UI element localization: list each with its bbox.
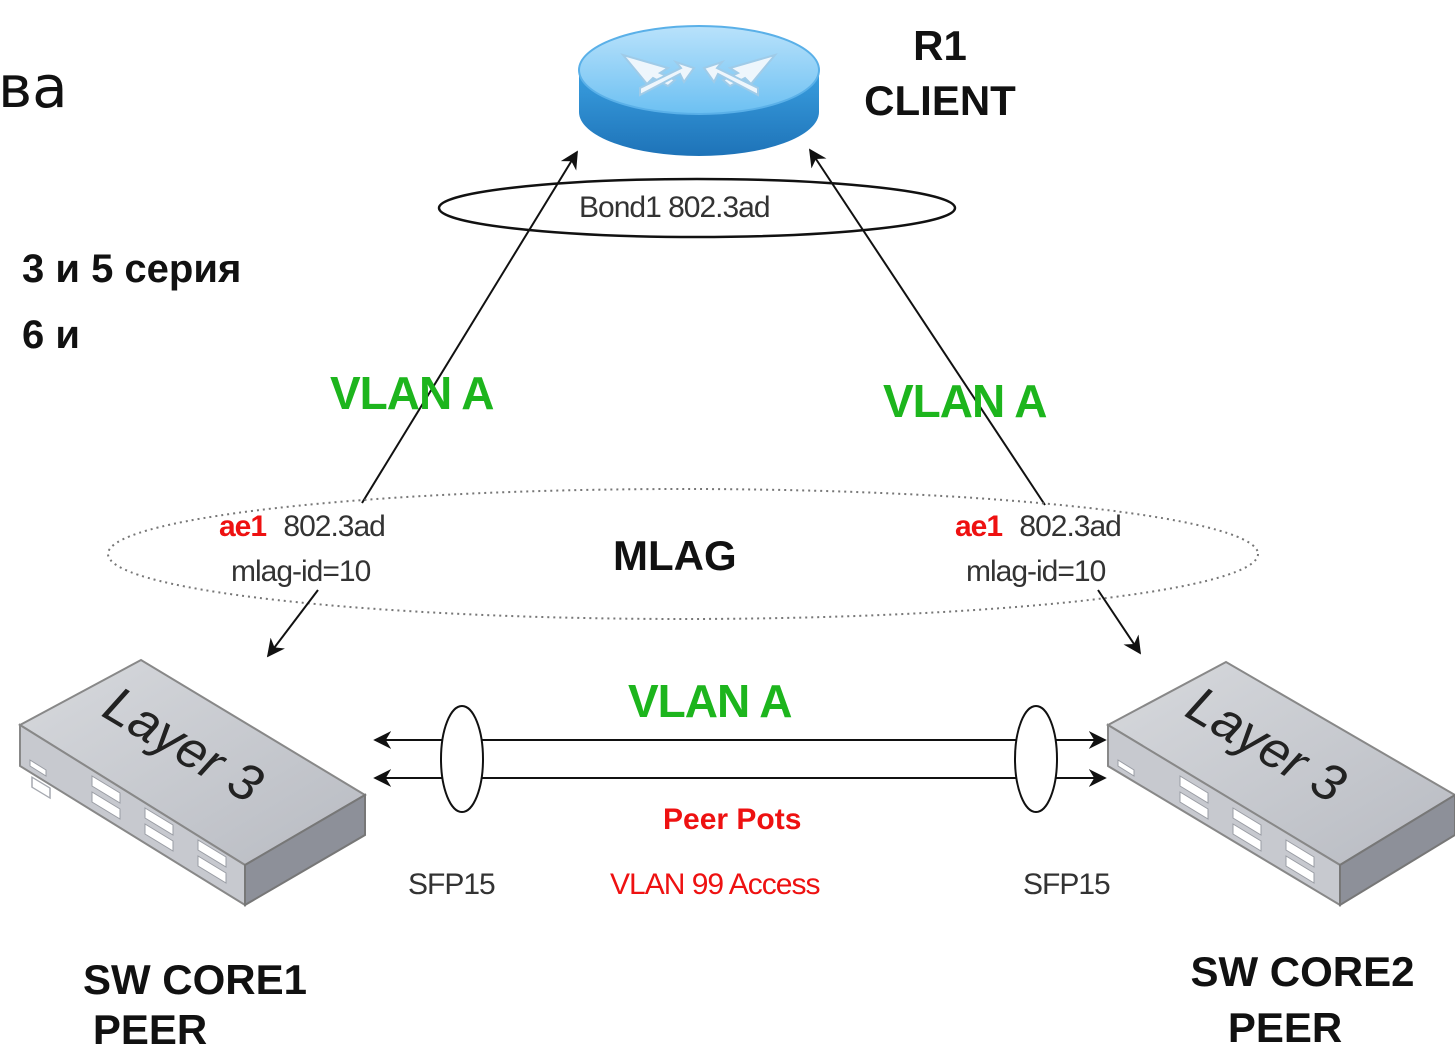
peer-lag-left-ellipse — [440, 705, 484, 813]
left-uplink-vlan: VLAN A — [330, 367, 495, 419]
side-text-line1: ва — [0, 53, 68, 121]
switch-left-name: SW CORE1 — [82, 956, 308, 1003]
bond-ellipse — [437, 177, 957, 239]
mlag-right-lag-protocol: 802.3ad — [1019, 510, 1121, 543]
peer-link-vlan-access: VLAN 99 Access — [610, 868, 820, 901]
router-name: R1 — [913, 22, 967, 69]
layer3-switch-right-icon — [1105, 660, 1455, 907]
peer-link-right-port: SFP15 — [1023, 868, 1111, 901]
layer3-switch-left-icon — [18, 658, 367, 907]
switch-left-role: PEER — [92, 1006, 208, 1053]
mlag-left-lag-name: ae1 — [219, 510, 267, 543]
switch-right-name: SW CORE2 — [1190, 948, 1415, 995]
left-uplink-arrow — [361, 150, 578, 504]
mlag-left-lag-protocol: 802.3ad — [283, 510, 385, 543]
mlag-ellipse — [107, 488, 1259, 620]
right-uplink-arrow — [809, 148, 1046, 506]
router-icon — [578, 25, 820, 156]
right-down-arrow — [1097, 589, 1141, 655]
peer-link-title: Peer Pots — [663, 803, 802, 836]
bond-label: Bond1 802.3ad — [577, 191, 772, 225]
peer-lag-right-ellipse — [1014, 705, 1058, 813]
mlag-right-lag: ae1 802.3ad — [955, 510, 1122, 544]
mlag-right-lag-name: ae1 — [955, 510, 1003, 543]
router-role: CLIENT — [864, 77, 1016, 124]
peer-link-left-port: SFP15 — [408, 868, 496, 901]
switch-right-role: PEER — [1227, 1004, 1343, 1051]
side-text-line3: 6 и — [22, 313, 80, 357]
right-uplink-vlan: VLAN A — [883, 375, 1048, 427]
mlag-right-id: mlag-id=10 — [966, 555, 1106, 588]
left-down-arrow — [266, 589, 319, 658]
peer-link — [373, 705, 1107, 813]
mlag-left-lag: ae1 802.3ad — [219, 510, 386, 544]
mlag-center-label: MLAG — [613, 532, 737, 579]
peer-link-vlan: VLAN A — [628, 675, 793, 727]
side-text-line2: 3 и 5 серия — [22, 247, 242, 291]
mlag-left-id: mlag-id=10 — [231, 555, 371, 588]
